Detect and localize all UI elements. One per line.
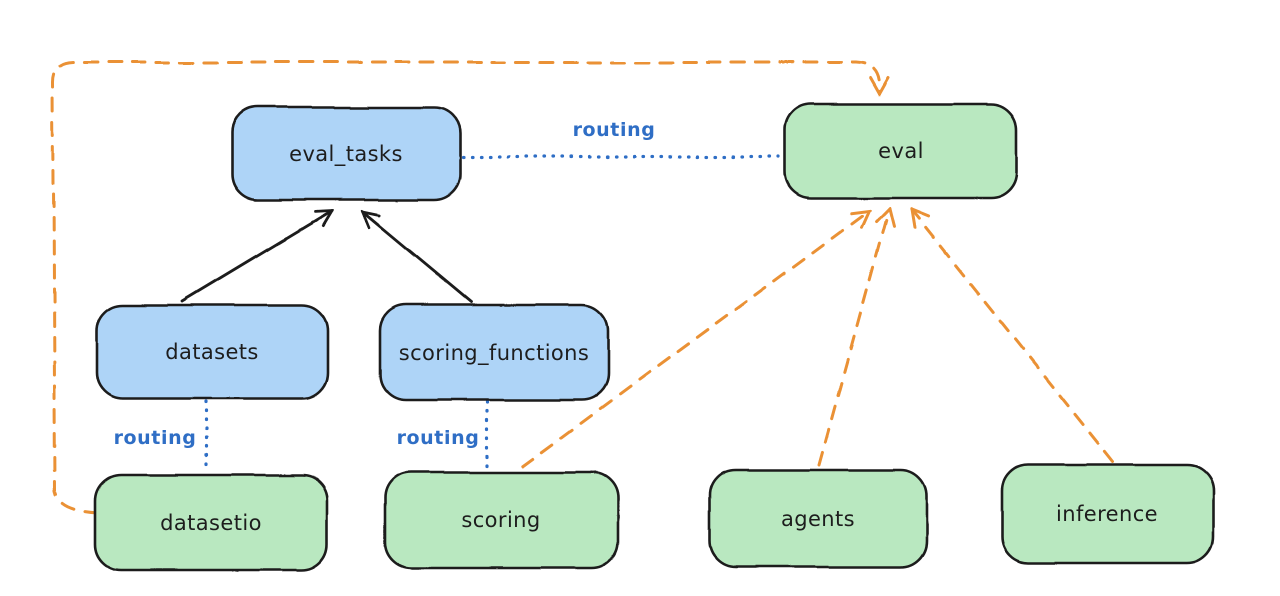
node-datasetio-label: datasetio bbox=[160, 511, 262, 535]
node-inference-label: inference bbox=[1056, 502, 1158, 526]
routing-label-datasets-datasetio: routing bbox=[114, 427, 197, 449]
node-inference-box bbox=[1000, 463, 1215, 565]
routing-label-eval-tasks-eval: routing bbox=[573, 119, 656, 141]
diagram-shapes bbox=[51, 60, 1215, 572]
node-datasetio-box bbox=[93, 473, 329, 572]
node-scoring-functions-label: scoring_functions bbox=[399, 341, 589, 366]
node-scoring-functions-box bbox=[378, 303, 610, 402]
edge-agents-to-eval-dashed-arrow bbox=[817, 209, 889, 467]
edge-scoring-functions-to-eval-tasks-arrow bbox=[363, 212, 473, 304]
node-labels: eval_tasks eval datasets scoring_functio… bbox=[160, 139, 1158, 535]
node-agents-box bbox=[708, 468, 929, 569]
edge-scoring-to-eval-dashed-arrow bbox=[521, 211, 869, 468]
node-agents-label: agents bbox=[781, 507, 855, 531]
edge-datasetio-to-eval-dashed-arrow bbox=[51, 60, 880, 515]
edge-datasets-to-eval-tasks-arrow bbox=[180, 211, 331, 303]
node-scoring-box bbox=[383, 470, 620, 570]
node-eval-tasks-label: eval_tasks bbox=[289, 142, 403, 167]
node-eval-box bbox=[783, 102, 1019, 200]
node-eval-tasks-box bbox=[230, 105, 462, 202]
routing-label-scoring-functions-scoring: routing bbox=[397, 427, 480, 449]
node-eval-label: eval bbox=[878, 139, 924, 163]
edge-inference-to-eval-dashed-arrow bbox=[911, 209, 1115, 464]
edge-labels: routing routing routing bbox=[114, 119, 656, 449]
node-scoring-label: scoring bbox=[461, 508, 540, 532]
node-datasets-box bbox=[95, 303, 330, 400]
node-datasets-label: datasets bbox=[165, 340, 259, 364]
